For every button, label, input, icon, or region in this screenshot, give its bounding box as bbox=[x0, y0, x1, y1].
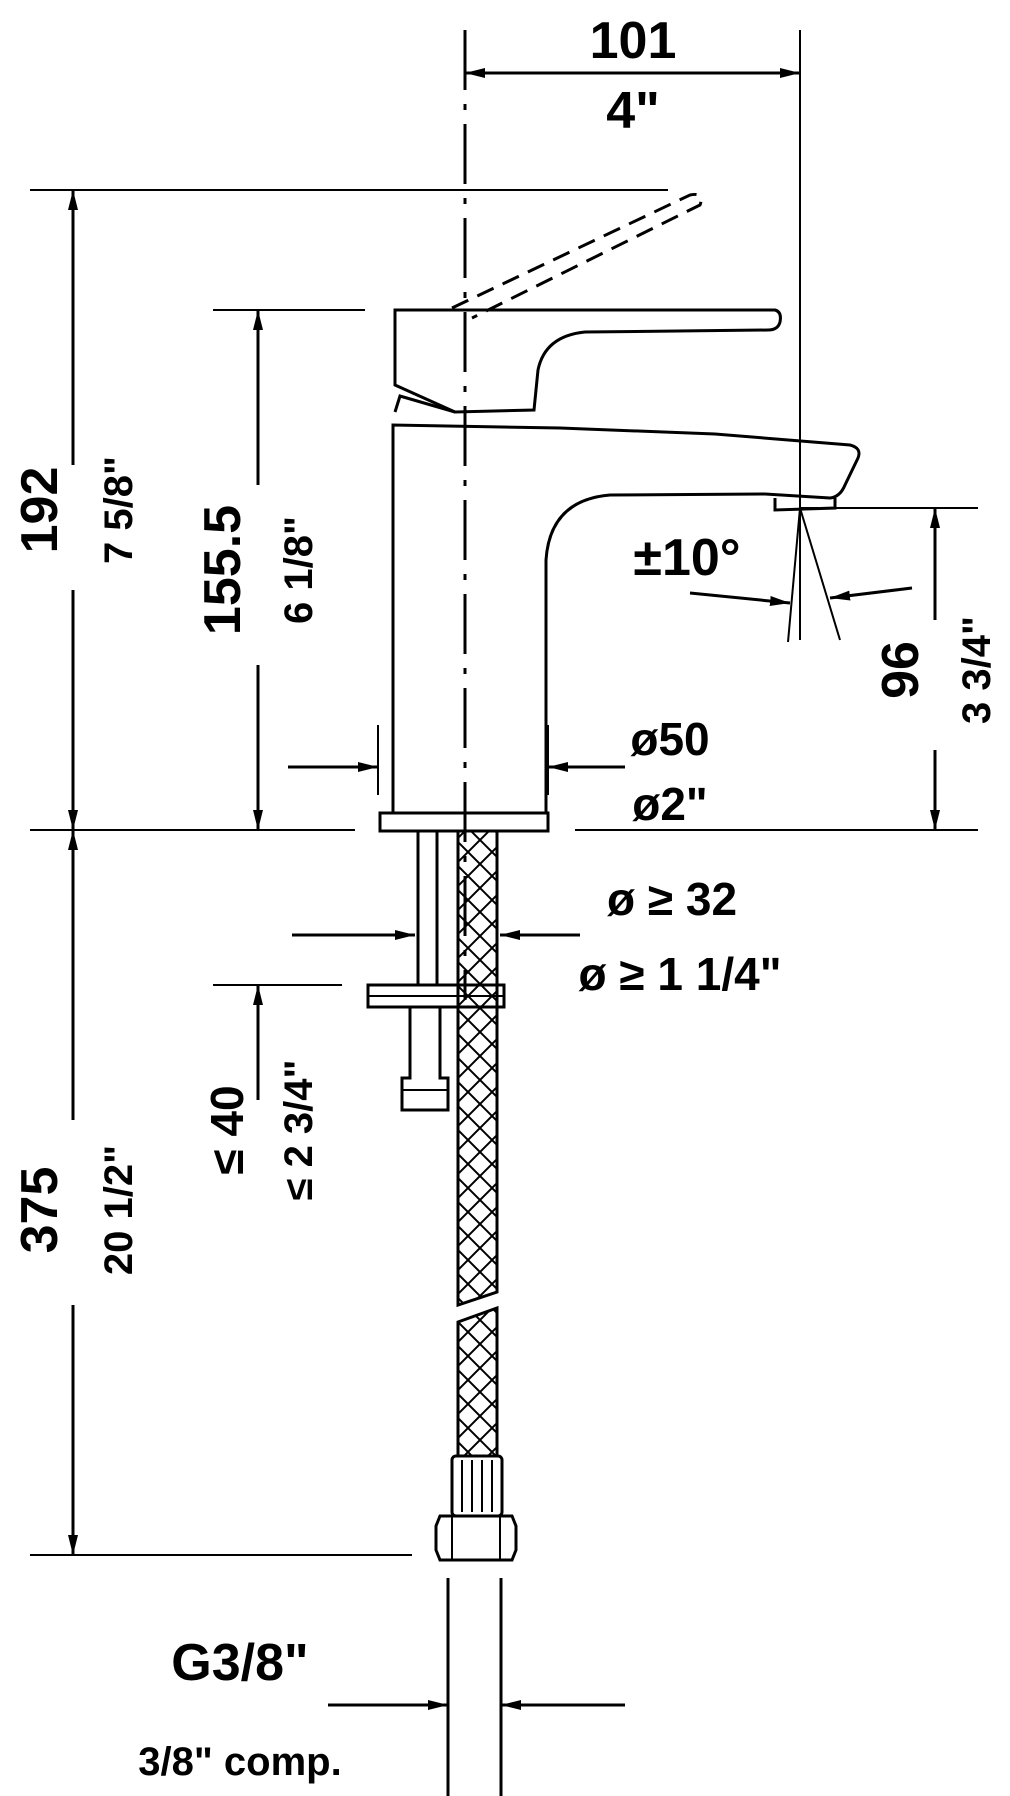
dimension-labels: 101 4" 192 7 5/8" 155.5 6 1/8" ±10° 96 3… bbox=[11, 12, 999, 1784]
label-spout-reach-mm: 101 bbox=[590, 12, 677, 70]
label-base-diameter-in: ø2" bbox=[632, 778, 708, 830]
extension-lines bbox=[30, 30, 978, 1556]
handle-cap bbox=[393, 394, 456, 414]
label-swivel-angle: ±10° bbox=[633, 529, 740, 587]
dimension-lines bbox=[68, 68, 940, 1710]
label-spout-reach-in: 4" bbox=[606, 82, 660, 140]
handle-raised-outline bbox=[451, 193, 703, 320]
hose-ferrule bbox=[450, 1454, 504, 1518]
fixing-nut bbox=[400, 1007, 450, 1112]
label-connection-thread: G3/8" bbox=[171, 1634, 308, 1692]
label-hose-length-in: 20 1/2" bbox=[97, 1145, 141, 1275]
label-body-height-mm: 155.5 bbox=[194, 505, 252, 635]
installation-parts bbox=[366, 829, 518, 1796]
label-base-diameter-mm: ø50 bbox=[630, 713, 709, 765]
label-counter-thickness-in: ≤ 2 3/4" bbox=[277, 1060, 321, 1201]
label-hole-diameter-mm: ø ≥ 32 bbox=[607, 873, 737, 925]
label-total-height-in: 7 5/8" bbox=[97, 456, 141, 564]
compression-nut bbox=[434, 1514, 518, 1562]
label-hose-length-mm: 375 bbox=[11, 1167, 69, 1254]
lever-handle bbox=[393, 308, 782, 414]
braided-hose-upper bbox=[456, 829, 499, 1308]
label-spout-height-mm: 96 bbox=[872, 641, 930, 699]
braided-hose-lower bbox=[456, 1305, 499, 1458]
label-hole-diameter-in: ø ≥ 1 1/4" bbox=[578, 948, 781, 1000]
faucet-body bbox=[391, 423, 861, 815]
faucet-outline bbox=[378, 193, 861, 833]
label-body-height-in: 6 1/8" bbox=[277, 516, 321, 624]
label-total-height-mm: 192 bbox=[11, 467, 69, 554]
label-counter-thickness-mm: ≤ 40 bbox=[201, 1085, 253, 1174]
label-connection-comp: 3/8" comp. bbox=[138, 1740, 341, 1784]
label-spout-height-in: 3 3/4" bbox=[955, 616, 999, 724]
